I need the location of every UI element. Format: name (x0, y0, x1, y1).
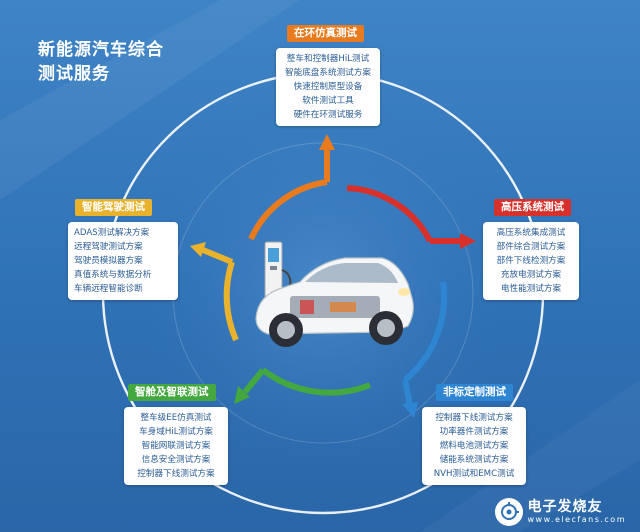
list-item: 驾驶员模拟器方案 (74, 256, 143, 266)
list-item: 真值系统与数据分析 (74, 270, 152, 280)
list-item: 快速控制原型设备 (293, 82, 363, 92)
yellow-arrow-shaft (201, 247, 234, 265)
list-item: 车辆远程智能诊断 (74, 284, 143, 294)
list-item: 高压系统集成测试 (496, 228, 566, 238)
hil-section-title: 在环仿真测试 (287, 25, 364, 42)
green-arrowhead (234, 386, 250, 404)
cockpit-section-title: 智舱及智联测试 (128, 384, 216, 401)
list-item: 充放电测试方案 (500, 270, 562, 280)
green-arrow-shaft (242, 368, 266, 394)
list-item: ADAS测试解决方案 (74, 228, 150, 238)
list-item: 电性能测试方案 (500, 284, 562, 294)
nonstd-item-list: 控制器下线测试方案 功率器件测试方案 燃料电池测试方案 储能系统测试方案 NVH… (422, 407, 526, 485)
cockpit-item-list: 整车级EE仿真测试 车身域HiL测试方案 智能网联测试方案 信息安全测试方案 控… (124, 407, 228, 485)
decor-band (420, 380, 640, 532)
electric-car-cutaway-icon (255, 257, 414, 347)
watermark: 电子发烧友 www.elecfans.com (494, 498, 627, 526)
list-item: 整车级EE仿真测试 (140, 413, 212, 423)
list-item: 燃料电池测试方案 (439, 441, 509, 451)
list-item: 硬件在环测试服务 (293, 110, 363, 120)
red-arrowhead (460, 233, 476, 249)
list-item: 信息安全测试方案 (141, 455, 211, 465)
list-item: 部件综合测试方案 (496, 242, 566, 252)
list-item: NVH测试和EMC测试 (433, 469, 515, 479)
hil-item-list: 整车和控制器HiL测试 智能底盘系统测试方案 快速控制原型设备 软件测试工具 硬… (276, 48, 380, 126)
watermark-url: www.elecfans.com (527, 514, 626, 524)
blue-arrowhead (402, 402, 418, 418)
adas-item-list: ADAS测试解决方案 远程驾驶测试方案 驾驶员模拟器方案 真值系统与数据分析 车… (68, 222, 178, 300)
list-item: 智能底盘系统测试方案 (285, 68, 371, 78)
red-arc (346, 185, 433, 243)
list-item: 远程驾驶测试方案 (74, 242, 143, 252)
yellow-arrowhead (190, 242, 206, 257)
list-item: 控制器下线测试方案 (137, 469, 215, 479)
list-item: 车身域HiL测试方案 (139, 427, 213, 437)
orange-arc (248, 179, 328, 241)
adas-section-title: 智能驾驶测试 (75, 199, 152, 216)
blue-arrow-shaft (402, 379, 413, 406)
elecfans-logo-icon (494, 498, 523, 526)
hv-section-title: 高压系统测试 (494, 199, 571, 216)
list-item: 功率器件测试方案 (439, 427, 509, 437)
blue-arc (403, 281, 448, 383)
list-item: 软件测试工具 (302, 96, 354, 106)
decor-band (0, 0, 300, 200)
list-item: 储能系统测试方案 (439, 455, 509, 465)
hv-item-list: 高压系统集成测试 部件综合测试方案 部件下线检测方案 充放电测试方案 电性能测试… (483, 222, 579, 300)
list-item: 整车和控制器HiL测试 (286, 54, 370, 64)
watermark-name: 电子发烧友 (527, 498, 603, 515)
yellow-arc (223, 261, 239, 342)
page-title: 新能源汽车综合测试服务 (38, 40, 164, 84)
list-item: 部件下线检测方案 (496, 256, 566, 266)
orange-arrowhead (319, 134, 335, 150)
nonstd-section-title: 非标定制测试 (436, 384, 513, 401)
green-arc (261, 367, 372, 396)
list-item: 智能网联测试方案 (141, 441, 211, 451)
list-item: 控制器下线测试方案 (435, 413, 513, 423)
